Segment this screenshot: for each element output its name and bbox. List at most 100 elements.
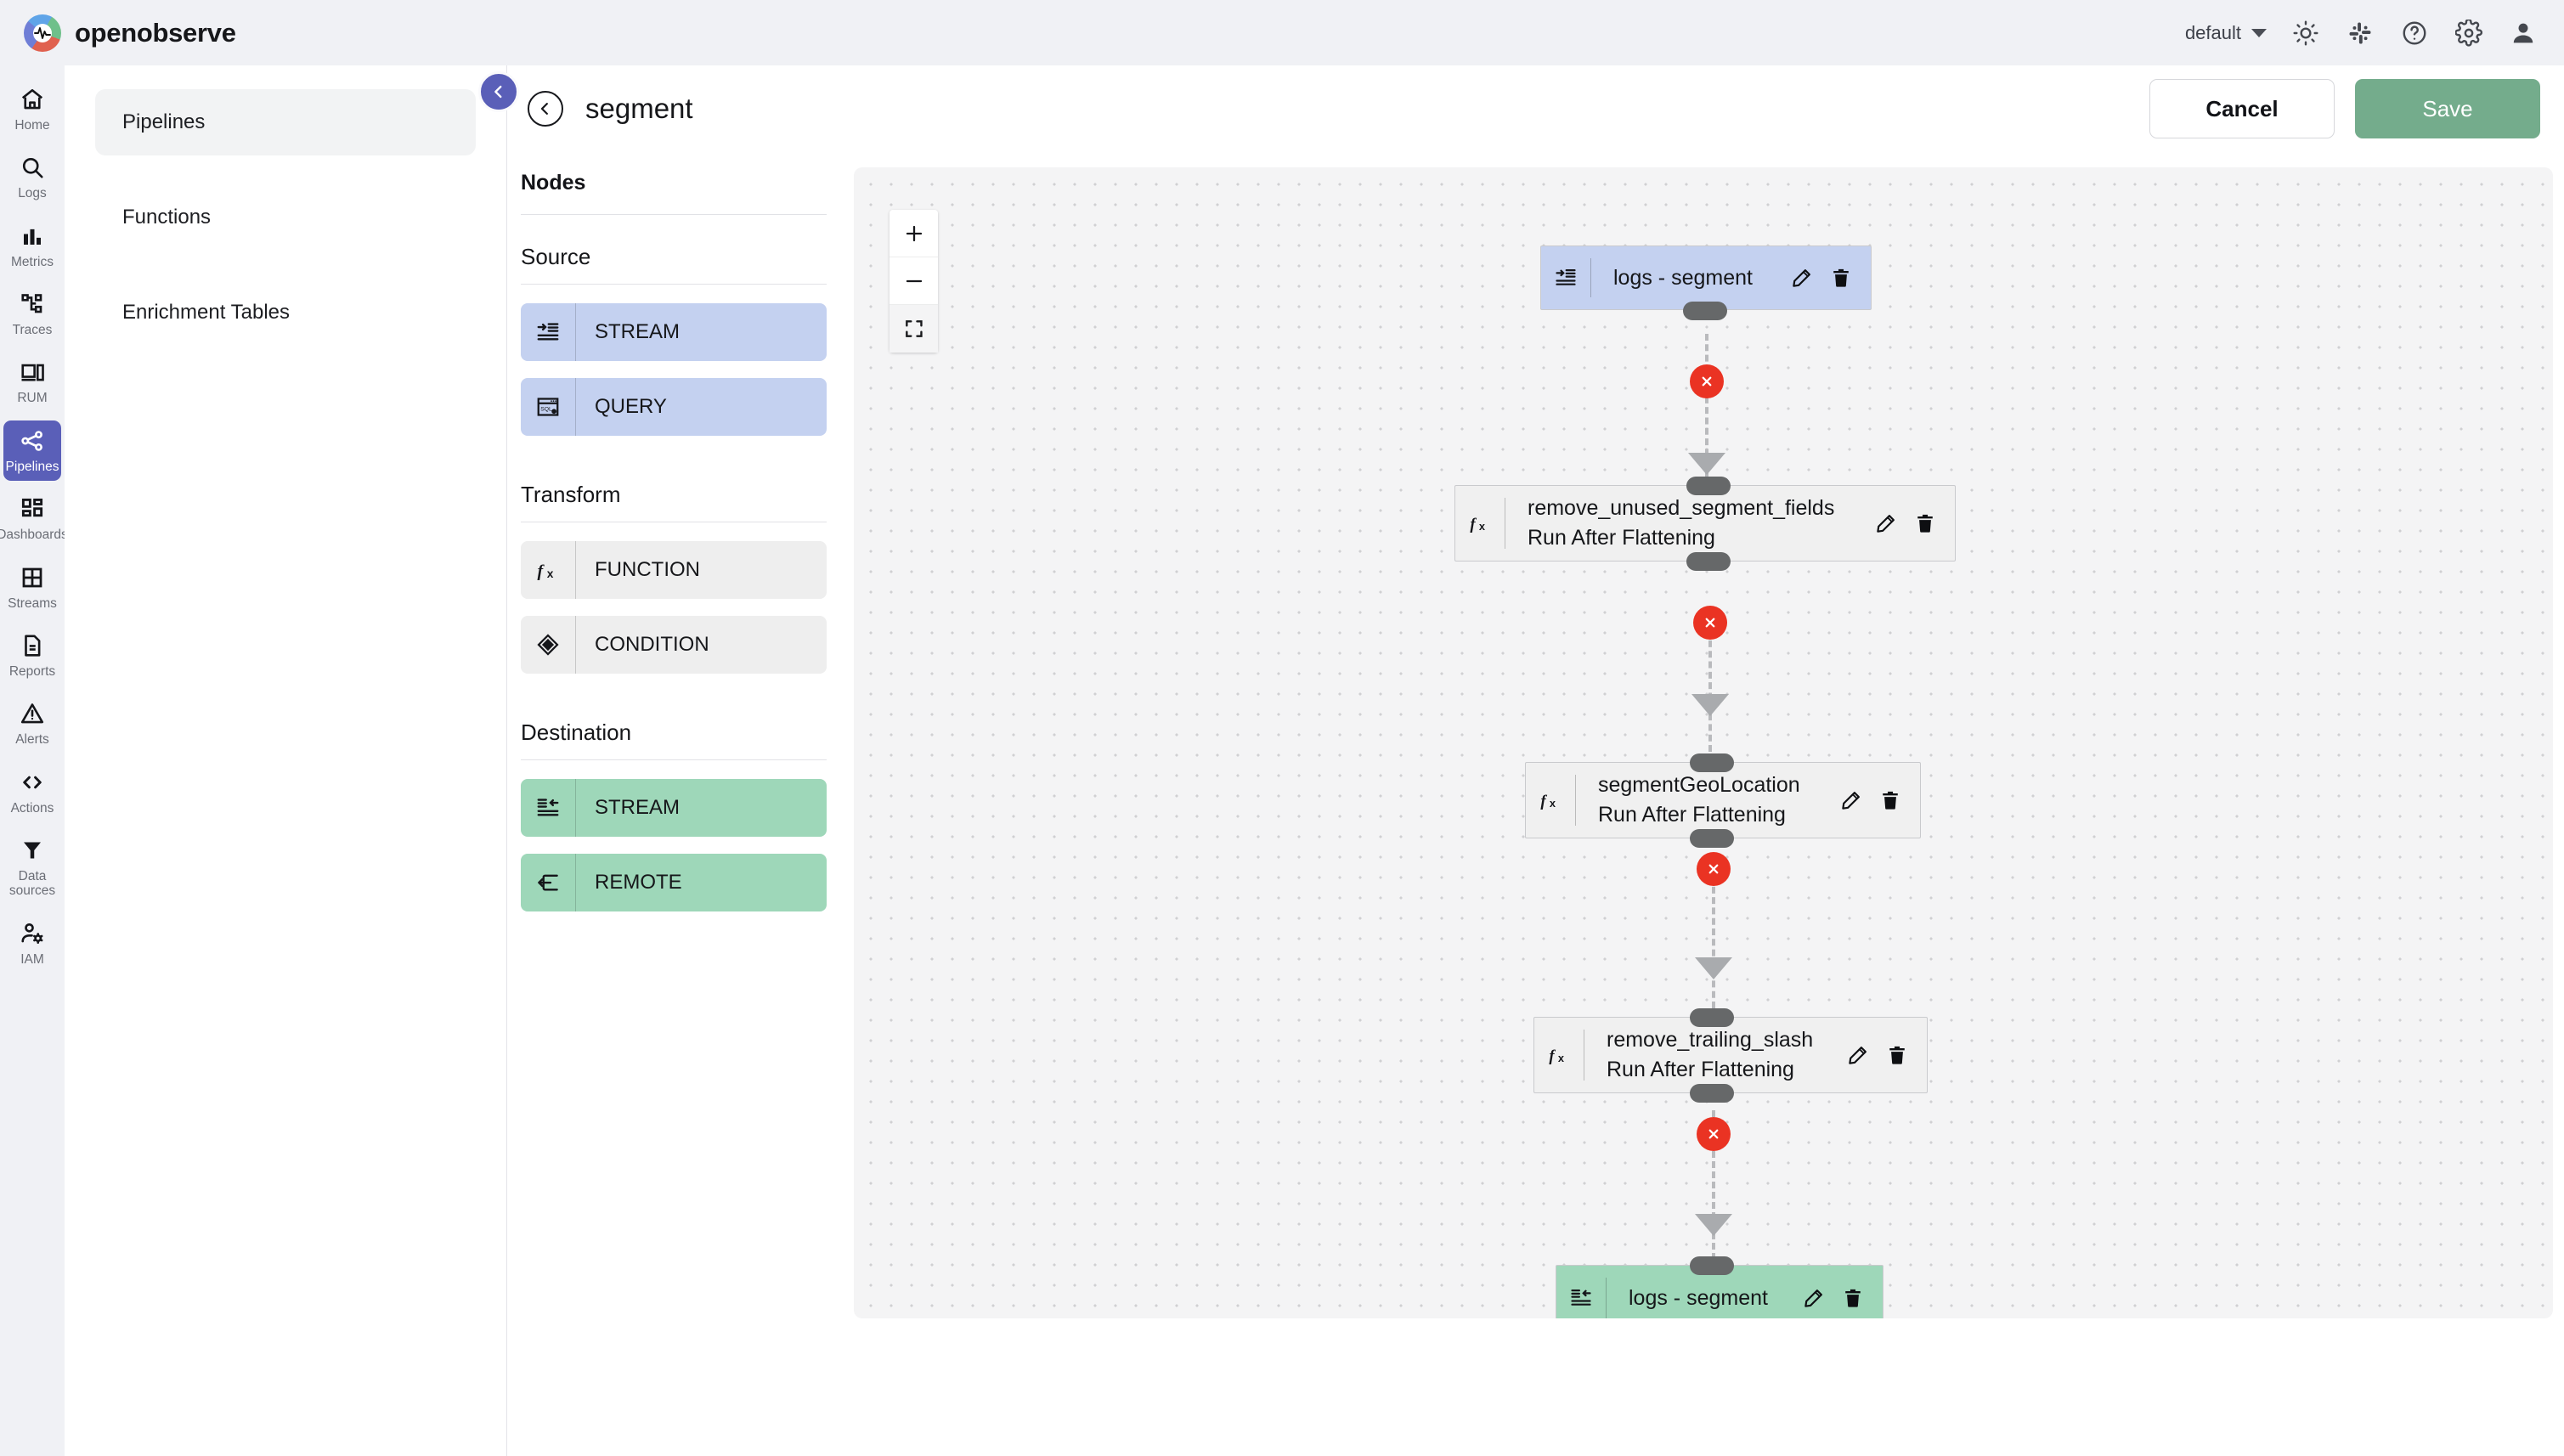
trash-icon[interactable] [1830, 267, 1852, 289]
settings-icon[interactable] [2454, 18, 2484, 48]
subnav-label: Enrichment Tables [122, 301, 290, 324]
sidebar-item-home[interactable]: Home [3, 79, 61, 139]
svg-text:f: f [1549, 1047, 1556, 1065]
sidebar-item-traces[interactable]: Traces [3, 284, 61, 344]
sidebar-item-actions[interactable]: Actions [3, 762, 61, 822]
node-palette-label: STREAM [595, 796, 681, 819]
graph-node-text: remove_unused_segment_fields Run After F… [1505, 496, 1860, 550]
node-palette-item-source-stream[interactable]: STREAM [521, 303, 827, 361]
pencil-icon[interactable] [1803, 1287, 1825, 1309]
node-input-handle[interactable] [1686, 477, 1731, 495]
edge-delete-button[interactable] [1697, 852, 1731, 886]
sidebar-label: Home [14, 118, 50, 133]
graph-node-subtitle: Run After Flattening [1528, 526, 1715, 550]
subnav-item-pipelines[interactable]: Pipelines [95, 89, 476, 155]
sidebar-item-metrics[interactable]: Metrics [3, 216, 61, 276]
divider [1606, 1278, 1607, 1318]
sidebar-collapse-button[interactable] [478, 71, 519, 112]
divider [521, 759, 827, 760]
slack-icon[interactable] [2345, 18, 2375, 48]
save-button[interactable]: Save [2355, 79, 2540, 138]
pulse-logo-icon [24, 14, 61, 52]
pencil-icon[interactable] [1847, 1044, 1869, 1066]
sidebar-item-data-sources[interactable]: Data sources [3, 830, 61, 906]
sidebar-item-alerts[interactable]: Alerts [3, 693, 61, 753]
pipelines-subnav: Pipelines Functions Enrichment Tables [65, 65, 507, 1456]
graph-node-actions [1860, 512, 1955, 534]
document-icon [20, 632, 45, 659]
theme-toggle-icon[interactable] [2290, 18, 2321, 48]
close-x-icon [1705, 618, 1715, 628]
node-palette-item-source-query[interactable]: SQL QUERY [521, 378, 827, 436]
sidebar-item-logs[interactable]: Logs [3, 147, 61, 207]
sidebar-item-iam[interactable]: IAM [3, 913, 61, 973]
node-input-handle[interactable] [1690, 1256, 1734, 1275]
help-icon[interactable] [2399, 18, 2430, 48]
pencil-icon[interactable] [1875, 512, 1897, 534]
divider [575, 541, 576, 599]
fit-view-button[interactable] [889, 305, 938, 353]
grid-square-icon [20, 564, 45, 591]
remote-export-icon [521, 870, 575, 895]
node-input-handle[interactable] [1690, 1008, 1734, 1027]
sidebar-item-dashboards[interactable]: Dashboards [0, 488, 68, 549]
graph-node-actions [1832, 1044, 1927, 1066]
edge-arrow [1688, 453, 1725, 475]
trash-icon[interactable] [1914, 512, 1936, 534]
graph-node-title: remove_unused_segment_fields [1528, 496, 1835, 520]
back-button[interactable] [528, 91, 563, 127]
sidebar-label: Actions [10, 800, 54, 815]
edge-delete-button[interactable] [1690, 364, 1724, 398]
stream-in-icon [1541, 266, 1590, 290]
zoom-out-button[interactable] [889, 257, 938, 305]
group-title-destination: Destination [521, 720, 632, 745]
graph-node-subtitle: Run After Flattening [1598, 803, 1786, 827]
node-palette-item-destination-stream[interactable]: STREAM [521, 779, 827, 837]
subnav-label: Pipelines [122, 110, 206, 133]
sidebar-item-rum[interactable]: RUM [3, 352, 61, 412]
zoom-in-button[interactable] [889, 210, 938, 257]
node-palette-label: QUERY [595, 395, 667, 418]
chevron-left-circle-icon [540, 103, 548, 115]
brand[interactable]: openobserve [0, 14, 236, 52]
subnav-item-enrichment-tables[interactable]: Enrichment Tables [95, 279, 476, 346]
node-palette-item-remote[interactable]: REMOTE [521, 854, 827, 911]
edge-delete-button[interactable] [1693, 606, 1727, 640]
devices-icon [20, 358, 45, 386]
graph-node-text: remove_trailing_slash Run After Flatteni… [1584, 1028, 1832, 1082]
sidebar-item-streams[interactable]: Streams [3, 557, 61, 618]
org-selector[interactable]: default [2185, 22, 2267, 44]
diamond-icon [521, 632, 575, 657]
node-input-handle[interactable] [1690, 753, 1734, 772]
pencil-icon[interactable] [1840, 789, 1862, 811]
node-output-handle[interactable] [1690, 829, 1734, 848]
node-palette-item-condition[interactable]: CONDITION [521, 616, 827, 674]
sidebar-item-reports[interactable]: Reports [3, 625, 61, 686]
node-output-handle[interactable] [1690, 1084, 1734, 1103]
subnav-item-functions[interactable]: Functions [95, 184, 476, 251]
trash-icon[interactable] [1879, 789, 1901, 811]
traces-icon [20, 291, 45, 318]
account-icon[interactable] [2508, 18, 2539, 48]
graph-node-source-stream[interactable]: logs - segment [1540, 245, 1872, 310]
trash-icon[interactable] [1886, 1044, 1908, 1066]
edge-delete-button[interactable] [1697, 1117, 1731, 1151]
svg-text:f: f [538, 562, 545, 581]
node-output-handle[interactable] [1683, 302, 1727, 320]
trash-icon[interactable] [1842, 1287, 1864, 1309]
graph-node-text: segmentGeoLocation Run After Flattening [1576, 773, 1825, 827]
cancel-button[interactable]: Cancel [2149, 79, 2335, 138]
sidebar-label: RUM [17, 391, 48, 406]
chevron-down-icon [2251, 28, 2267, 37]
pencil-icon[interactable] [1791, 267, 1813, 289]
sidebar-item-pipelines[interactable]: Pipelines [3, 420, 61, 482]
node-output-handle[interactable] [1686, 552, 1731, 571]
node-palette-label: REMOTE [595, 871, 682, 894]
top-bar-actions: default [2185, 18, 2564, 48]
